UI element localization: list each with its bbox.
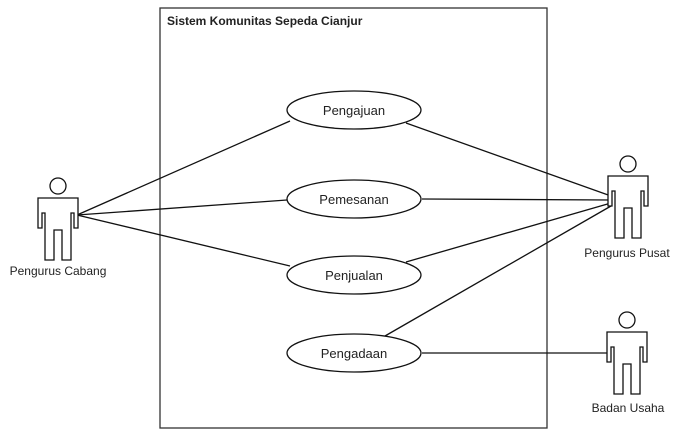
assoc-cabang-pemesanan [76,199,288,216]
actor-body-icon [607,175,649,239]
svg-text:Penjualan: Penjualan [325,268,383,283]
usecase-pengajuan: Pengajuan [286,90,422,130]
assoc-pusat-pemesanan [421,198,612,201]
actor-label-pengurus-pusat: Pengurus Pusat [584,246,670,260]
assoc-cabang-pengajuan [76,120,291,216]
actor-head [619,155,637,173]
actor-badan-usaha [606,311,648,395]
assoc-pusat-penjualan [405,202,612,263]
actor-label-pengurus-cabang: Pengurus Cabang [10,264,107,278]
actor-body-icon [606,331,648,395]
svg-text:Pemesanan: Pemesanan [319,192,388,207]
system-title: Sistem Komunitas Sepeda Cianjur [167,14,363,28]
svg-text:Pengajuan: Pengajuan [323,103,385,118]
usecase-pengadaan: Pengadaan [286,333,422,373]
actor-pengurus-cabang [37,177,79,261]
actor-head [49,177,67,195]
assoc-cabang-penjualan [76,214,291,267]
actor-pengurus-pusat [607,155,649,239]
usecase-pemesanan: Pemesanan [286,179,422,219]
actor-head [618,311,636,329]
actor-body-icon [37,197,79,261]
assoc-pusat-pengajuan [405,122,612,197]
usecase-penjualan: Penjualan [286,255,422,295]
actor-label-badan-usaha: Badan Usaha [592,401,665,415]
assoc-pusat-pengadaan [384,205,612,337]
svg-text:Pengadaan: Pengadaan [321,346,388,361]
